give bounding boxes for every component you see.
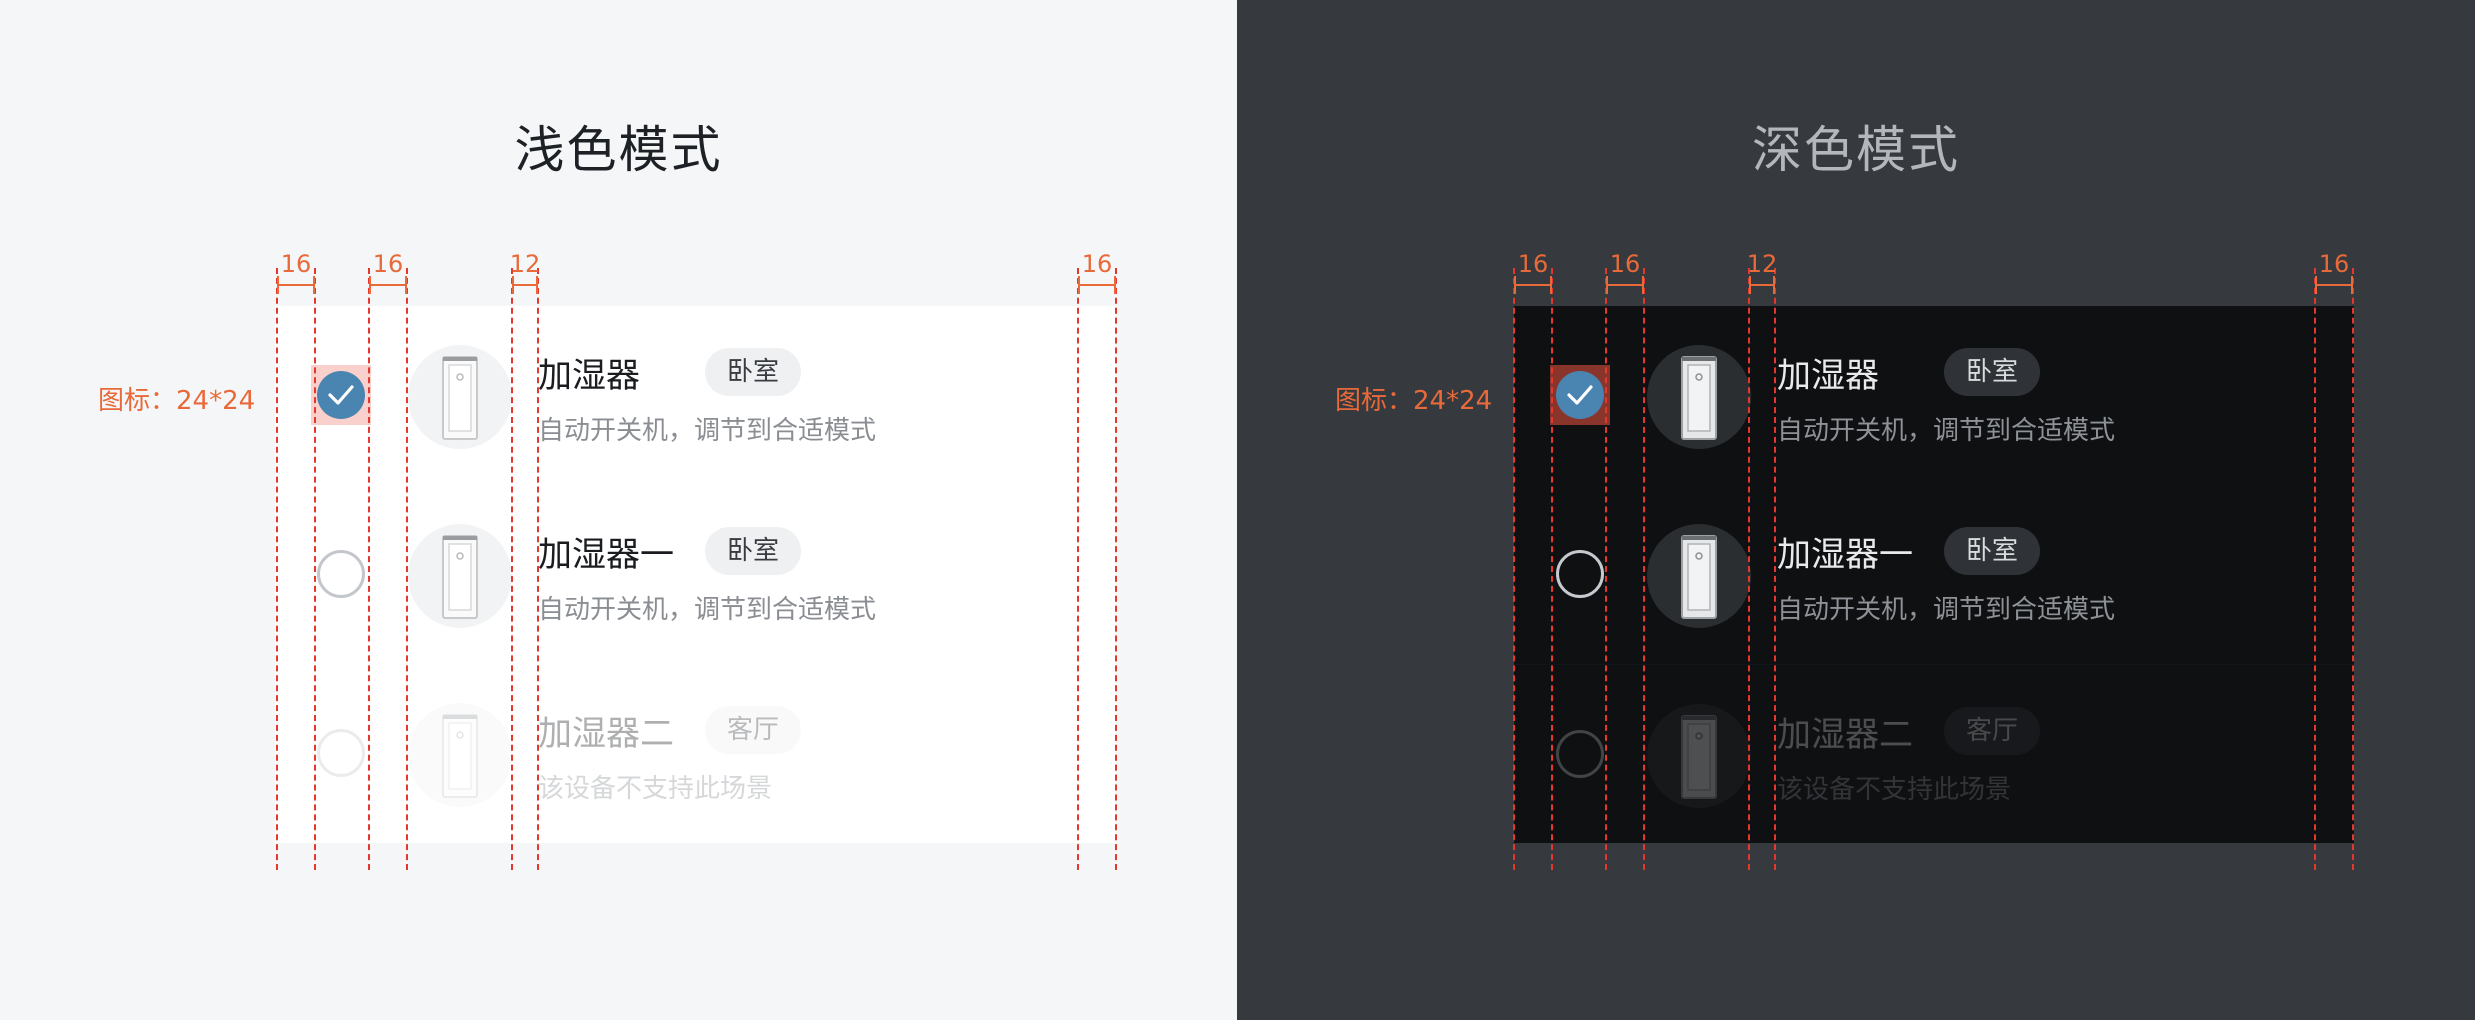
checkbox-checked[interactable]	[317, 371, 365, 419]
checkbox-unchecked[interactable]	[317, 550, 365, 598]
guide-line	[368, 268, 370, 870]
room-tag: 客厅	[1944, 707, 2041, 755]
dark-mode-title: 深色模式	[1752, 121, 1960, 179]
device-image	[408, 524, 512, 628]
device-image	[1647, 704, 1751, 808]
device-image	[408, 703, 512, 807]
humidifier-icon	[442, 714, 478, 798]
room-tag: 卧室	[1944, 527, 2041, 575]
humidifier-icon	[1681, 715, 1717, 799]
guide-line	[2352, 268, 2354, 870]
guide-line	[537, 268, 539, 870]
light-mode-title: 浅色模式	[514, 121, 723, 179]
guide-line	[276, 268, 278, 870]
device-name: 加湿器一	[538, 535, 674, 575]
room-tag: 客厅	[705, 706, 802, 754]
guide-line	[2314, 268, 2316, 870]
spacing-label: 12	[1746, 250, 1778, 278]
device-image	[408, 345, 512, 449]
humidifier-icon	[1681, 356, 1717, 440]
humidifier-icon	[442, 356, 478, 440]
device-description: 自动开关机，调节到合适模式	[538, 595, 877, 625]
humidifier-icon	[442, 535, 478, 619]
device-list-card: 加湿器 卧室 自动开关机，调节到合适模式 加湿器一 卧室 自动开关机，调节到合适…	[275, 306, 1115, 843]
spacing-measure	[2315, 270, 2353, 294]
guide-line	[1551, 268, 1553, 870]
device-description: 自动开关机，调节到合适模式	[538, 416, 877, 446]
list-item-disabled: 加湿器二 客厅 该设备不支持此场景	[275, 664, 1115, 843]
spacing-label: 16	[280, 250, 312, 278]
spacing-label: 16	[2318, 250, 2350, 278]
room-tag: 卧室	[705, 348, 802, 396]
spacing-measure	[277, 270, 315, 294]
checkbox-unchecked[interactable]	[1556, 550, 1604, 598]
guide-line	[511, 268, 513, 870]
light-mode-panel: 浅色模式 加湿器 卧室 自动开关机，调节到合适模式 加湿器一 卧室 自动开关机，…	[0, 0, 1237, 1020]
spacing-label: 16	[372, 250, 404, 278]
spacing-measure	[1749, 270, 1775, 294]
guide-line	[1115, 268, 1117, 870]
device-name: 加湿器	[1777, 356, 1879, 396]
guide-line	[1077, 268, 1079, 870]
spacing-label: 16	[1609, 250, 1641, 278]
device-image	[1647, 345, 1751, 449]
check-icon	[328, 385, 354, 405]
device-image	[1647, 524, 1751, 628]
spacing-label: 12	[509, 250, 541, 278]
guide-line	[1513, 268, 1515, 870]
device-name: 加湿器一	[1777, 535, 1913, 575]
spacing-measure	[1606, 270, 1644, 294]
guide-line	[406, 268, 408, 870]
guide-line	[1774, 268, 1776, 870]
list-item[interactable]: 加湿器一 卧室 自动开关机，调节到合适模式	[275, 485, 1115, 664]
device-name: 加湿器二	[538, 714, 674, 754]
list-item[interactable]: 加湿器一 卧室 自动开关机，调节到合适模式	[1514, 485, 2354, 664]
spacing-label: 16	[1517, 250, 1549, 278]
device-description: 自动开关机，调节到合适模式	[1777, 595, 2116, 625]
spacing-measure	[1514, 270, 1552, 294]
guide-line	[1605, 268, 1607, 870]
dark-mode-panel: 深色模式 加湿器 卧室 自动开关机，调节到合适模式 加湿器一 卧室 自动开关机，…	[1237, 0, 2475, 1020]
list-item-disabled: 加湿器二 客厅 该设备不支持此场景	[1514, 664, 2354, 844]
checkbox-checked[interactable]	[1556, 371, 1604, 419]
icon-size-note: 图标：24*24	[98, 386, 256, 416]
device-description: 自动开关机，调节到合适模式	[1777, 416, 2116, 446]
guide-line	[1748, 268, 1750, 870]
list-item[interactable]: 加湿器 卧室 自动开关机，调节到合适模式	[1514, 306, 2354, 485]
room-tag: 卧室	[1944, 348, 2041, 396]
device-name: 加湿器	[538, 356, 640, 396]
guide-line	[314, 268, 316, 870]
checkbox-disabled	[1556, 730, 1604, 778]
room-tag: 卧室	[705, 527, 802, 575]
checkbox-disabled	[317, 729, 365, 777]
humidifier-icon	[1681, 535, 1717, 619]
spacing-measure	[1078, 270, 1116, 294]
device-list-card: 加湿器 卧室 自动开关机，调节到合适模式 加湿器一 卧室 自动开关机，调节到合适…	[1514, 306, 2354, 843]
list-item[interactable]: 加湿器 卧室 自动开关机，调节到合适模式	[275, 306, 1115, 485]
spacing-label: 16	[1081, 250, 1113, 278]
device-name: 加湿器二	[1777, 715, 1913, 755]
device-description: 该设备不支持此场景	[1777, 775, 2012, 805]
icon-size-note: 图标：24*24	[1335, 386, 1493, 416]
spacing-measure	[369, 270, 407, 294]
guide-line	[1643, 268, 1645, 870]
check-icon	[1567, 385, 1593, 405]
spacing-measure	[512, 270, 538, 294]
device-description: 该设备不支持此场景	[538, 774, 773, 804]
